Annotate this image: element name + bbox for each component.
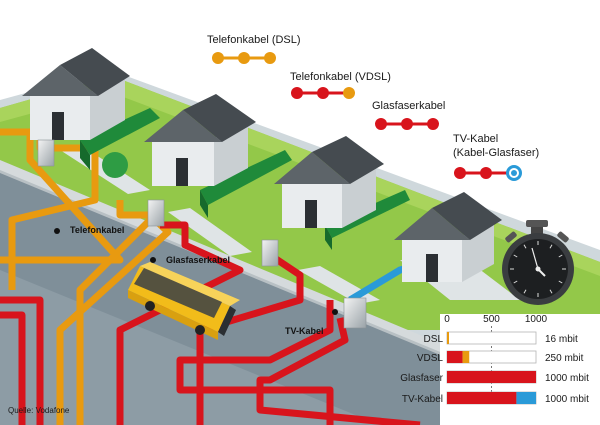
chart-bar <box>447 371 536 383</box>
chart-bar-track <box>446 331 537 345</box>
legend-vdsl-label: Telefonkabel (VDSL) <box>290 71 391 83</box>
chart-value-label: 1000 mbit <box>545 373 589 384</box>
legend-vdsl-swatch <box>291 87 355 99</box>
legend-fiber-label: Glasfaserkabel <box>372 100 445 112</box>
legend-tv-label-1: TV-Kabel <box>453 133 498 145</box>
legend: Telefonkabel (DSL) Telefonkabel (VDSL) G… <box>207 34 539 181</box>
chart-background <box>440 314 600 425</box>
vdsl-orange <box>76 217 153 425</box>
legend-fiber-swatch <box>375 118 439 130</box>
chart-tick-label: 500 <box>483 314 500 325</box>
street-cabinets <box>37 139 367 329</box>
label-telefonkabel: Telefonkabel <box>70 225 124 235</box>
legend-dsl-label: Telefonkabel (DSL) <box>207 34 301 46</box>
chart-value-label: 250 mbit <box>545 353 584 364</box>
chart-bar-segment <box>462 351 470 363</box>
fiber-cable-6 <box>256 317 421 425</box>
legend-tv-label-2: (Kabel-Glasfaser) <box>453 147 539 159</box>
chart-category-label: TV-Kabel <box>402 394 443 405</box>
chart-tick-label: 1000 <box>525 314 548 325</box>
chart-value-label: 1000 mbit <box>545 394 589 405</box>
bus <box>128 262 240 340</box>
chart-bar-segment <box>516 392 536 404</box>
source-note: Quelle: Vodafone <box>8 406 70 415</box>
house-3 <box>274 136 384 228</box>
chart-category-label: VDSL <box>417 353 444 364</box>
cable-junctions <box>54 228 338 315</box>
legend-dsl-swatch <box>212 52 276 64</box>
fiber-cable-5 <box>176 300 334 425</box>
chart-value-label: 16 mbit <box>545 334 578 345</box>
copper-cable-1 <box>0 128 124 264</box>
chart-x-ticks: 0 500 1000 <box>444 314 547 325</box>
round-bush <box>102 152 128 178</box>
label-tv-kabel: TV-Kabel <box>285 326 324 336</box>
label-glasfaserkabel: Glasfaserkabel <box>166 255 230 265</box>
fiber-cable-3 <box>0 296 44 425</box>
house-4 <box>394 192 502 282</box>
chart-bar <box>447 392 517 404</box>
house-1 <box>22 48 130 140</box>
chart-bar <box>447 332 449 344</box>
fiber-cable-4 <box>0 311 26 425</box>
house-2 <box>144 94 256 186</box>
chart-category-label: DSL <box>424 334 444 345</box>
stopwatch-icon <box>502 220 574 305</box>
chart-bar <box>447 351 463 363</box>
fiber-cable-1 <box>116 221 244 425</box>
chart-category-label: Glasfaser <box>400 373 443 384</box>
scene-labels: Telefonkabel Glasfaserkabel TV-Kabel <box>70 225 324 336</box>
legend-tv-swatch <box>454 165 522 181</box>
chart-tick-label: 0 <box>444 314 450 325</box>
